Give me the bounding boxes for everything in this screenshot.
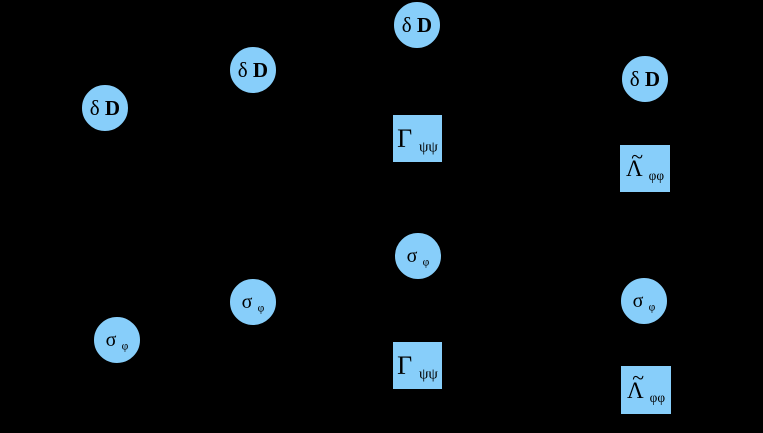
node-main-symbol: Λ [626, 377, 644, 403]
node-label: σ φ [406, 245, 430, 269]
node-subscript: φ [648, 300, 656, 314]
node-deltaD-3: δ D [393, 1, 441, 49]
node-Lambdaphiphi-1: ~ Λ φφ [619, 144, 671, 193]
node-main-symbol: σ [241, 291, 253, 313]
node-main-symbol: δ [629, 66, 640, 91]
node-label: σ φ [632, 290, 656, 314]
node-main-symbol: Γ [397, 350, 413, 380]
node-subscript: φφ [649, 389, 666, 405]
node-label: σ φ [241, 291, 265, 315]
node-label: ~ Λ φφ [626, 368, 666, 405]
node-sigmaphi-3: σ φ [394, 232, 442, 280]
node-subscript: φ [422, 255, 430, 269]
node-main-symbol-bold: D [644, 66, 661, 91]
node-label: Γ ψψ [397, 350, 438, 383]
node-label: δ D [237, 57, 269, 82]
node-subscript: φ [257, 301, 265, 315]
node-main-symbol: σ [406, 245, 418, 267]
node-main-symbol: σ [632, 290, 644, 312]
node-sigmaphi-2: σ φ [229, 278, 277, 326]
node-main-symbol: δ [237, 57, 248, 82]
node-subscript: ψψ [418, 139, 438, 156]
node-subscript: φφ [648, 168, 665, 184]
node-deltaD-1: δ D [81, 84, 129, 132]
tilde-accent: ~ [631, 144, 644, 169]
node-label: σ φ [105, 329, 129, 353]
node-main-symbol: σ [105, 329, 117, 351]
node-label: Γ ψψ [397, 123, 438, 156]
node-Gammapsipsi-1: Γ ψψ [392, 114, 443, 163]
node-deltaD-4: δ D [621, 55, 669, 103]
node-label: δ D [629, 66, 661, 91]
node-label: δ D [401, 12, 433, 37]
node-subscript: ψψ [418, 366, 438, 383]
node-main-symbol-bold: D [416, 12, 433, 37]
node-sigmaphi-4: σ φ [620, 277, 668, 325]
node-label: ~ Λ φφ [625, 146, 665, 184]
node-main-symbol-bold: D [252, 57, 269, 82]
node-Lambdaphiphi-2: ~ Λ φφ [620, 365, 672, 415]
node-main-symbol-bold: D [104, 95, 121, 120]
node-label: δ D [89, 95, 121, 120]
node-main-symbol: δ [401, 12, 412, 37]
node-deltaD-2: δ D [229, 46, 277, 94]
node-Gammapsipsi-2: Γ ψψ [392, 341, 443, 390]
node-main-symbol: Γ [397, 123, 413, 153]
tilde-accent: ~ [632, 366, 645, 391]
node-subscript: φ [121, 339, 129, 353]
node-main-symbol: Λ [625, 156, 643, 181]
node-sigmaphi-1: σ φ [93, 316, 141, 364]
node-main-symbol: δ [89, 95, 100, 120]
